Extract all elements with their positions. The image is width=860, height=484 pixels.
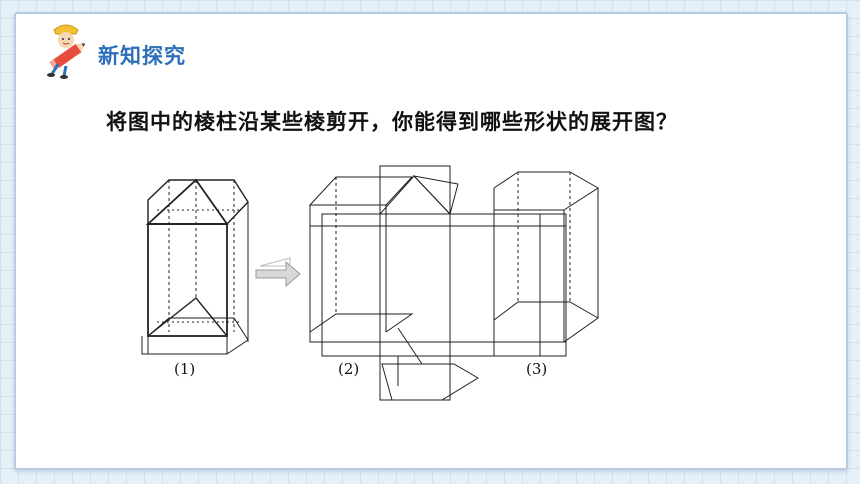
prism-figures (141, 165, 599, 401)
arrow-right-icon (255, 257, 301, 288)
figure-label-3: (3) (526, 360, 548, 378)
section-header: 新知探究 (36, 20, 296, 80)
figure-label-2: (2) (338, 360, 360, 378)
pencil-mascot-icon (47, 24, 86, 79)
question-text: 将图中的棱柱沿某些棱剪开，你能得到哪些形状的展开图？ (106, 110, 678, 134)
prism-figure-1 (141, 178, 249, 355)
prism-figure-3 (449, 171, 599, 357)
slide-card: 新知探究 将图中的棱柱沿某些棱剪开，你能得到哪些形状的展开图？ (14, 12, 848, 470)
figure-label-1: (1) (174, 360, 196, 378)
section-title: 新知探究 (98, 44, 186, 68)
